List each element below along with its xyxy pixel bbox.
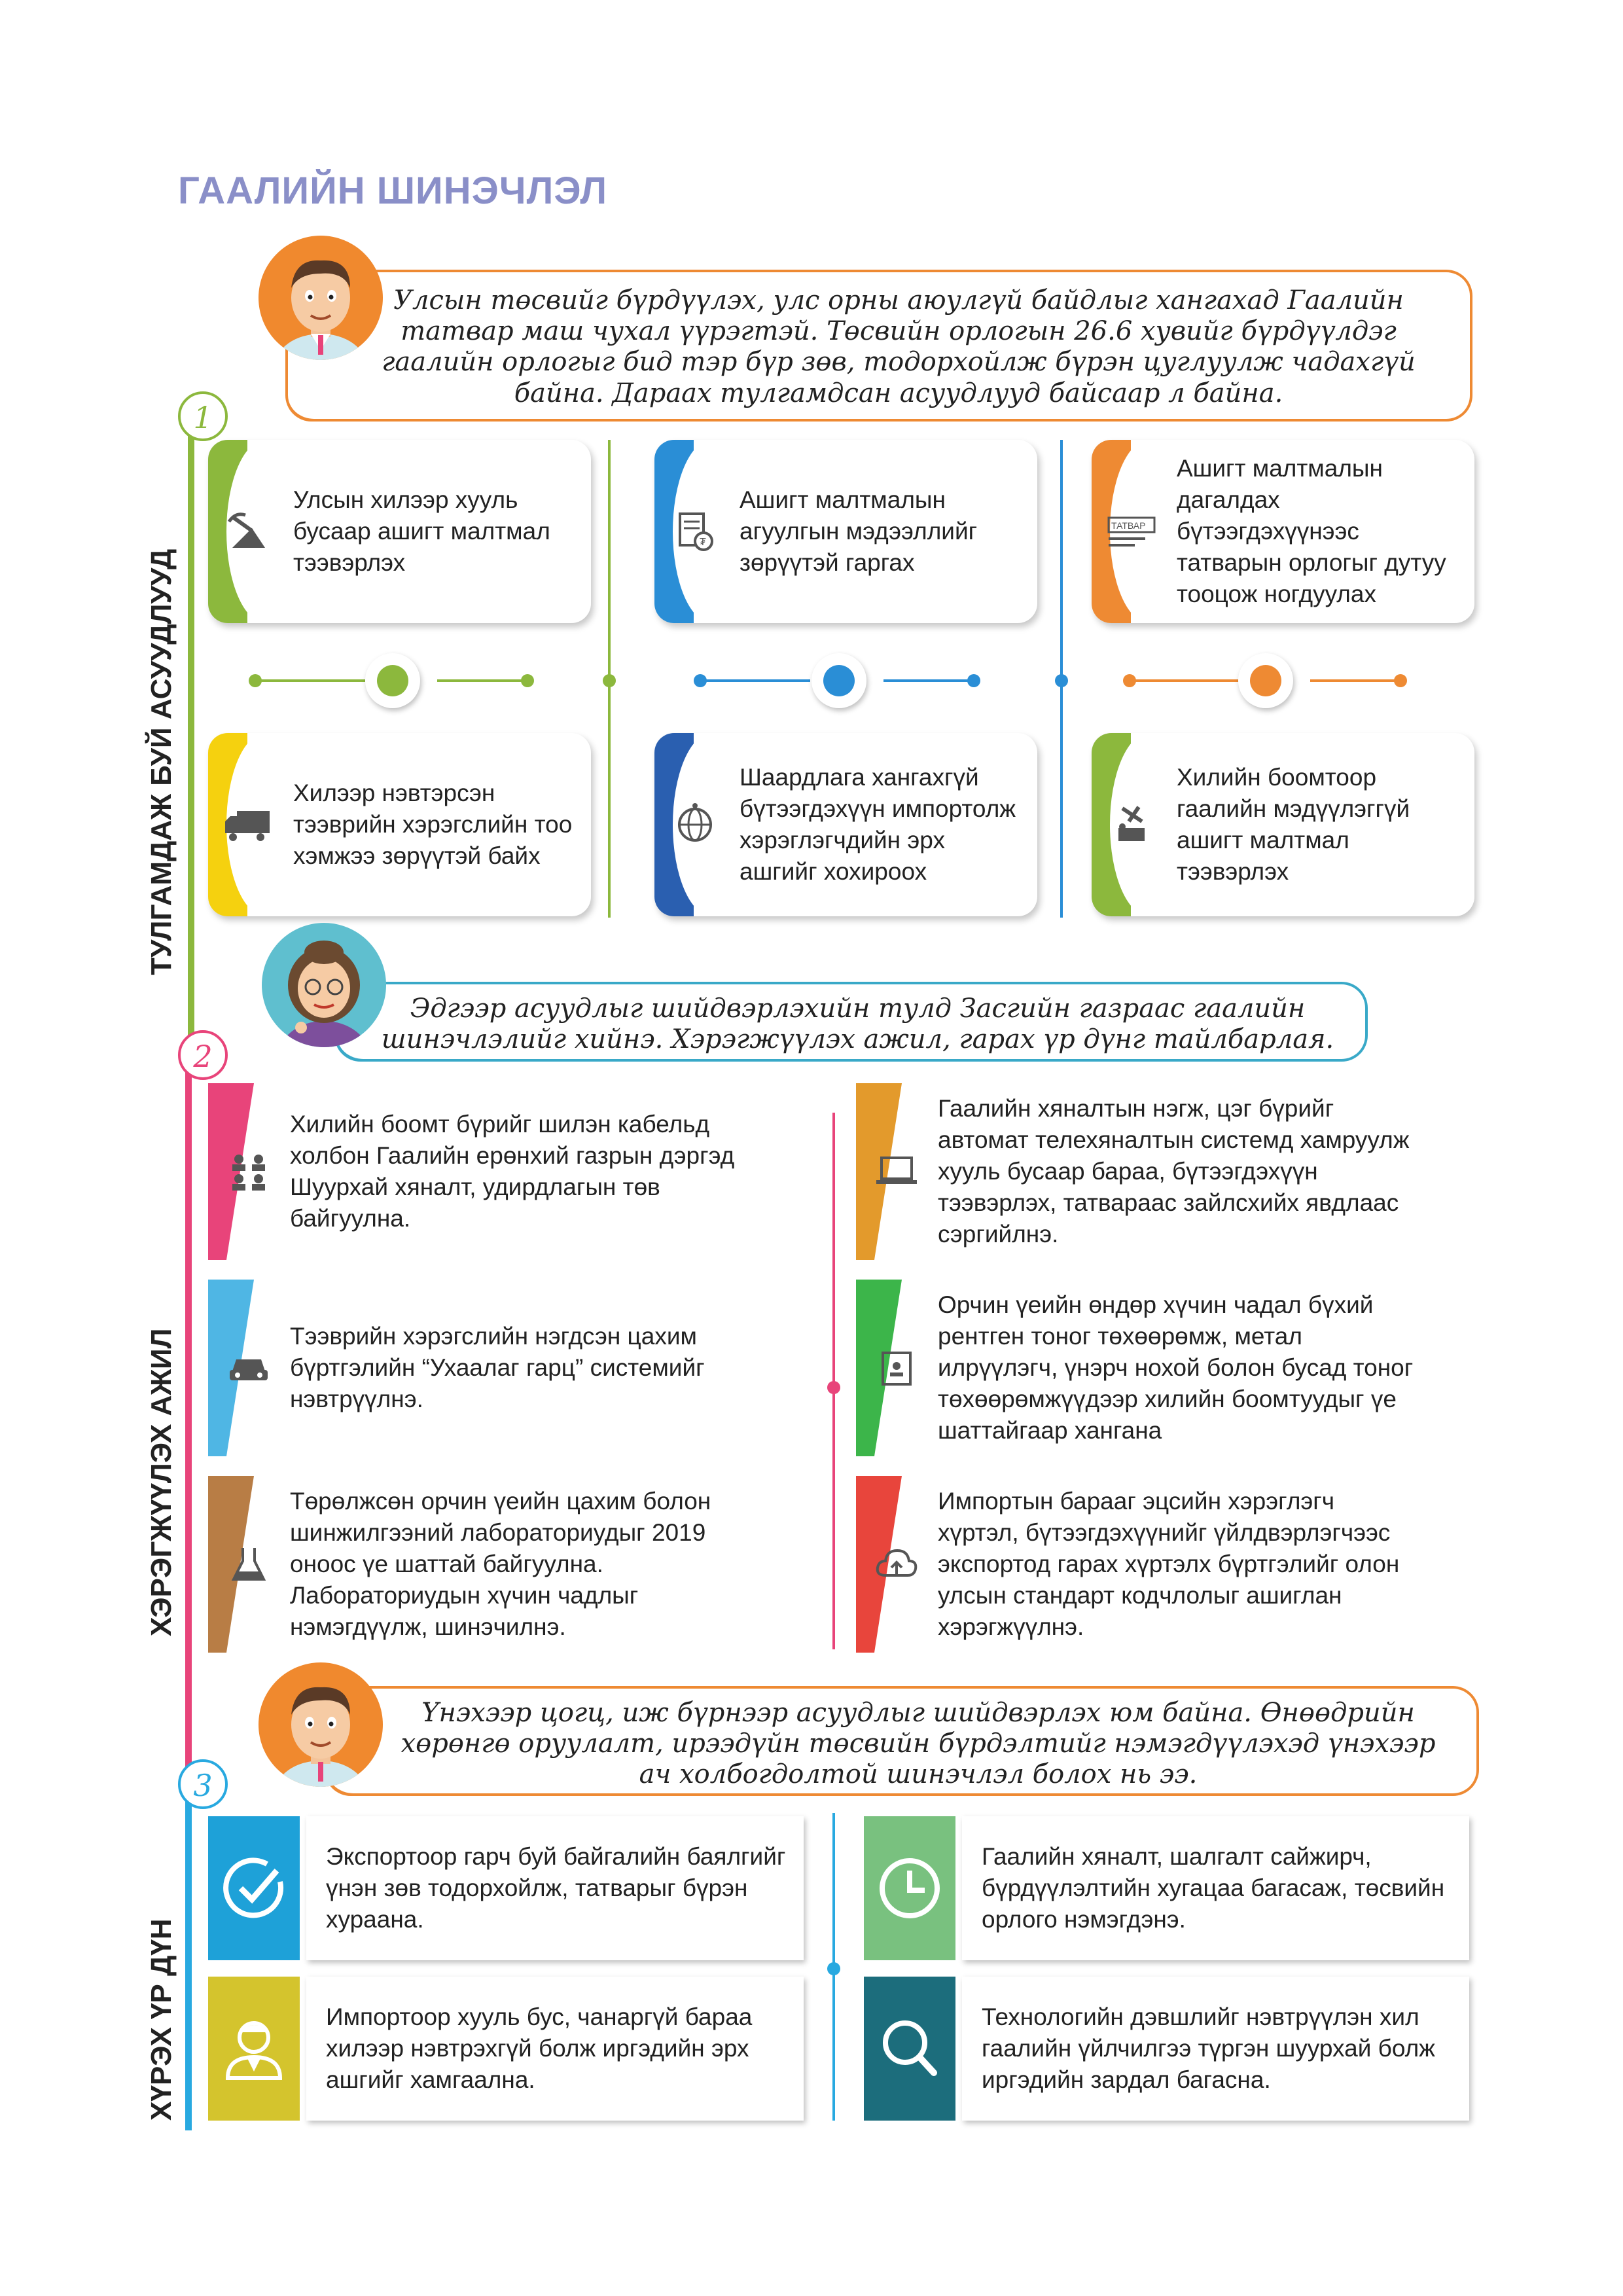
cloud-upload-icon (870, 1538, 923, 1590)
globe-icon (669, 798, 721, 851)
intro-text: Улсын төсвийг бүрдүүлэх, улс орны аюулгү… (382, 285, 1416, 408)
clock-icon (864, 1816, 955, 1960)
svg-text:₮: ₮ (700, 537, 706, 548)
issue-card-1: Улсын хилээр хууль бусаар ашигт малтмал … (208, 440, 591, 623)
connector-dot (521, 674, 534, 687)
connector-dot (967, 674, 980, 687)
woman-avatar (262, 923, 386, 1047)
divider-dot (603, 674, 616, 687)
connector-line (1135, 679, 1240, 682)
divider-dot (827, 1381, 840, 1394)
document-icon: ₮ (669, 505, 721, 558)
divider-dot (1055, 674, 1068, 687)
issue-text: Улсын хилээр хууль бусаар ашигт малтмал … (293, 486, 550, 577)
result-card-4: Технологийн дэвшлийг нэвтрүүлэн хил гаал… (864, 1977, 1469, 2121)
connector-line (883, 679, 969, 682)
connector-dot (1123, 674, 1136, 687)
man-avatar (259, 236, 383, 360)
result-card-2: Гаалийн хяналт, шалгалт сайжирч, бүрдүүл… (864, 1816, 1469, 1960)
step-number-2: 2 (178, 1030, 228, 1080)
result-text: Импортоор хууль бус, чанаргүй бараа хилэ… (306, 1977, 804, 2121)
divider-dot (827, 1962, 840, 1975)
connector-dot (1394, 674, 1407, 687)
timeline-line-1 (188, 425, 194, 1047)
officer-icon (208, 1977, 300, 2121)
action-text: Гаалийн хяналтын нэгж, цэг бүрийг автома… (938, 1094, 1410, 1248)
section-1-label: ТУЛГАМДАЖ БУЙ АСУУДЛУУД (145, 548, 177, 975)
connector-dot (249, 674, 262, 687)
man-avatar (259, 1662, 383, 1787)
card-accent (208, 440, 266, 623)
connector-node-orange (1238, 653, 1293, 708)
connector-node-green (365, 653, 420, 708)
tax-icon-label: ТАТВАР (1111, 520, 1145, 531)
mining-icon (223, 505, 275, 558)
id-card-icon (870, 1342, 923, 1394)
result-card-3: Импортоор хууль бус, чанаргүй бараа хилэ… (208, 1977, 804, 2121)
action-card-2: Гаалийн хяналтын нэгж, цэг бүрийг автома… (856, 1083, 1465, 1260)
result-text: Экспортоор гарч буй байгалийн баялгийг ү… (306, 1816, 804, 1960)
issue-card-4: Хилээр нэвтэрсэн тээврийн хэрэгслийн тоо… (208, 733, 591, 916)
action-text: Тээврийн хэрэгслийн нэгдсэн цахим бүртгэ… (290, 1322, 705, 1413)
issue-card-2: ₮ Ашигт малтмалын агуулгын мэдээллийг зө… (654, 440, 1037, 623)
connector-line (260, 679, 365, 682)
action-text: Импортын барааг эцсийн хэрэглэгч хүртэл,… (938, 1487, 1400, 1641)
action-card-6: Импортын барааг эцсийн хэрэглэгч хүртэл,… (856, 1476, 1465, 1653)
issue-card-3: ТАТВАР Ашигт малтмалын дагалдах бүтээгдэ… (1092, 440, 1474, 623)
timeline-line-3 (185, 1797, 192, 2130)
issue-text: Ашигт малтмалын дагалдах бүтээгдэхүүнээс… (1177, 454, 1446, 608)
card-accent (654, 440, 712, 623)
network-icon (223, 1145, 275, 1198)
step-number-1: 1 (178, 391, 228, 441)
intro-speech-bubble: Улсын төсвийг бүрдүүлэх, улс орны аюулгү… (285, 270, 1472, 422)
page-title: ГААЛИЙН ШИНЭЧЛЭЛ (178, 170, 608, 212)
action-card-4: Орчин үеийн өндөр хүчин чадал бүхий рент… (856, 1280, 1465, 1456)
final-speech-bubble: Үнэхээр цогц, иж бүрнээр асуудлыг шийдвэ… (325, 1686, 1479, 1796)
woman-speech-bubble: Эдгээр асуудлыг шийдвэрлэхийн тулд Засги… (334, 982, 1368, 1062)
issue-text: Шаардлага хангахгүй бүтээгдэхүүн импорто… (740, 763, 1016, 886)
timeline-line-2 (185, 1064, 192, 1770)
result-card-1: Экспортоор гарч буй байгалийн баялгийг ү… (208, 1816, 804, 1960)
section-3-label: ХҮРЭХ ҮР ДҮН (145, 1918, 177, 2121)
issue-text: Хилийн боомтоор гаалийн мэдүүлэггүй ашиг… (1177, 763, 1410, 886)
connector-line (705, 679, 810, 682)
connector-line (1310, 679, 1395, 682)
bubble-3-text: Үнэхээр цогц, иж бүрнээр асуудлыг шийдвэ… (401, 1698, 1436, 1790)
connector-dot (694, 674, 707, 687)
car-icon (223, 1342, 275, 1394)
issue-text: Хилээр нэвтэрсэн тээврийн хэрэгслийн тоо… (293, 779, 573, 870)
connector-node-blue (812, 653, 866, 708)
tax-icon: ТАТВАР (1106, 505, 1158, 558)
truck-icon (223, 798, 275, 851)
step-number-3: 3 (178, 1759, 228, 1809)
lab-icon (223, 1538, 275, 1590)
result-text: Гаалийн хяналт, шалгалт сайжирч, бүрдүүл… (962, 1816, 1469, 1960)
issue-text: Ашигт малтмалын агуулгын мэдээллийг зөрү… (740, 486, 978, 577)
check-icon (208, 1816, 300, 1960)
action-card-5: Төрөлжсөн орчин үеийн цахим болон шинжил… (208, 1476, 817, 1653)
action-text: Хилийн боомт бүрийг шилэн кабельд холбон… (290, 1110, 735, 1232)
laptop-icon (870, 1145, 923, 1198)
action-text: Төрөлжсөн орчин үеийн цахим болон шинжил… (290, 1487, 711, 1641)
search-icon (864, 1977, 955, 2121)
issue-card-5: Шаардлага хангахгүй бүтээгдэхүүн импорто… (654, 733, 1037, 916)
smuggling-icon (1106, 798, 1158, 851)
action-card-3: Тээврийн хэрэгслийн нэгдсэн цахим бүртгэ… (208, 1280, 817, 1456)
action-text: Орчин үеийн өндөр хүчин чадал бүхий рент… (938, 1291, 1414, 1444)
connector-line (437, 679, 522, 682)
issue-card-6: Хилийн боомтоор гаалийн мэдүүлэггүй ашиг… (1092, 733, 1474, 916)
result-text: Технологийн дэвшлийг нэвтрүүлэн хил гаал… (962, 1977, 1469, 2121)
action-card-1: Хилийн боомт бүрийг шилэн кабельд холбон… (208, 1083, 817, 1260)
section-2-label: ХЭРЭГЖҮҮЛЭХ АЖИЛ (145, 1328, 177, 1636)
bubble-2-text: Эдгээр асуудлыг шийдвэрлэхийн тулд Засги… (381, 994, 1334, 1055)
